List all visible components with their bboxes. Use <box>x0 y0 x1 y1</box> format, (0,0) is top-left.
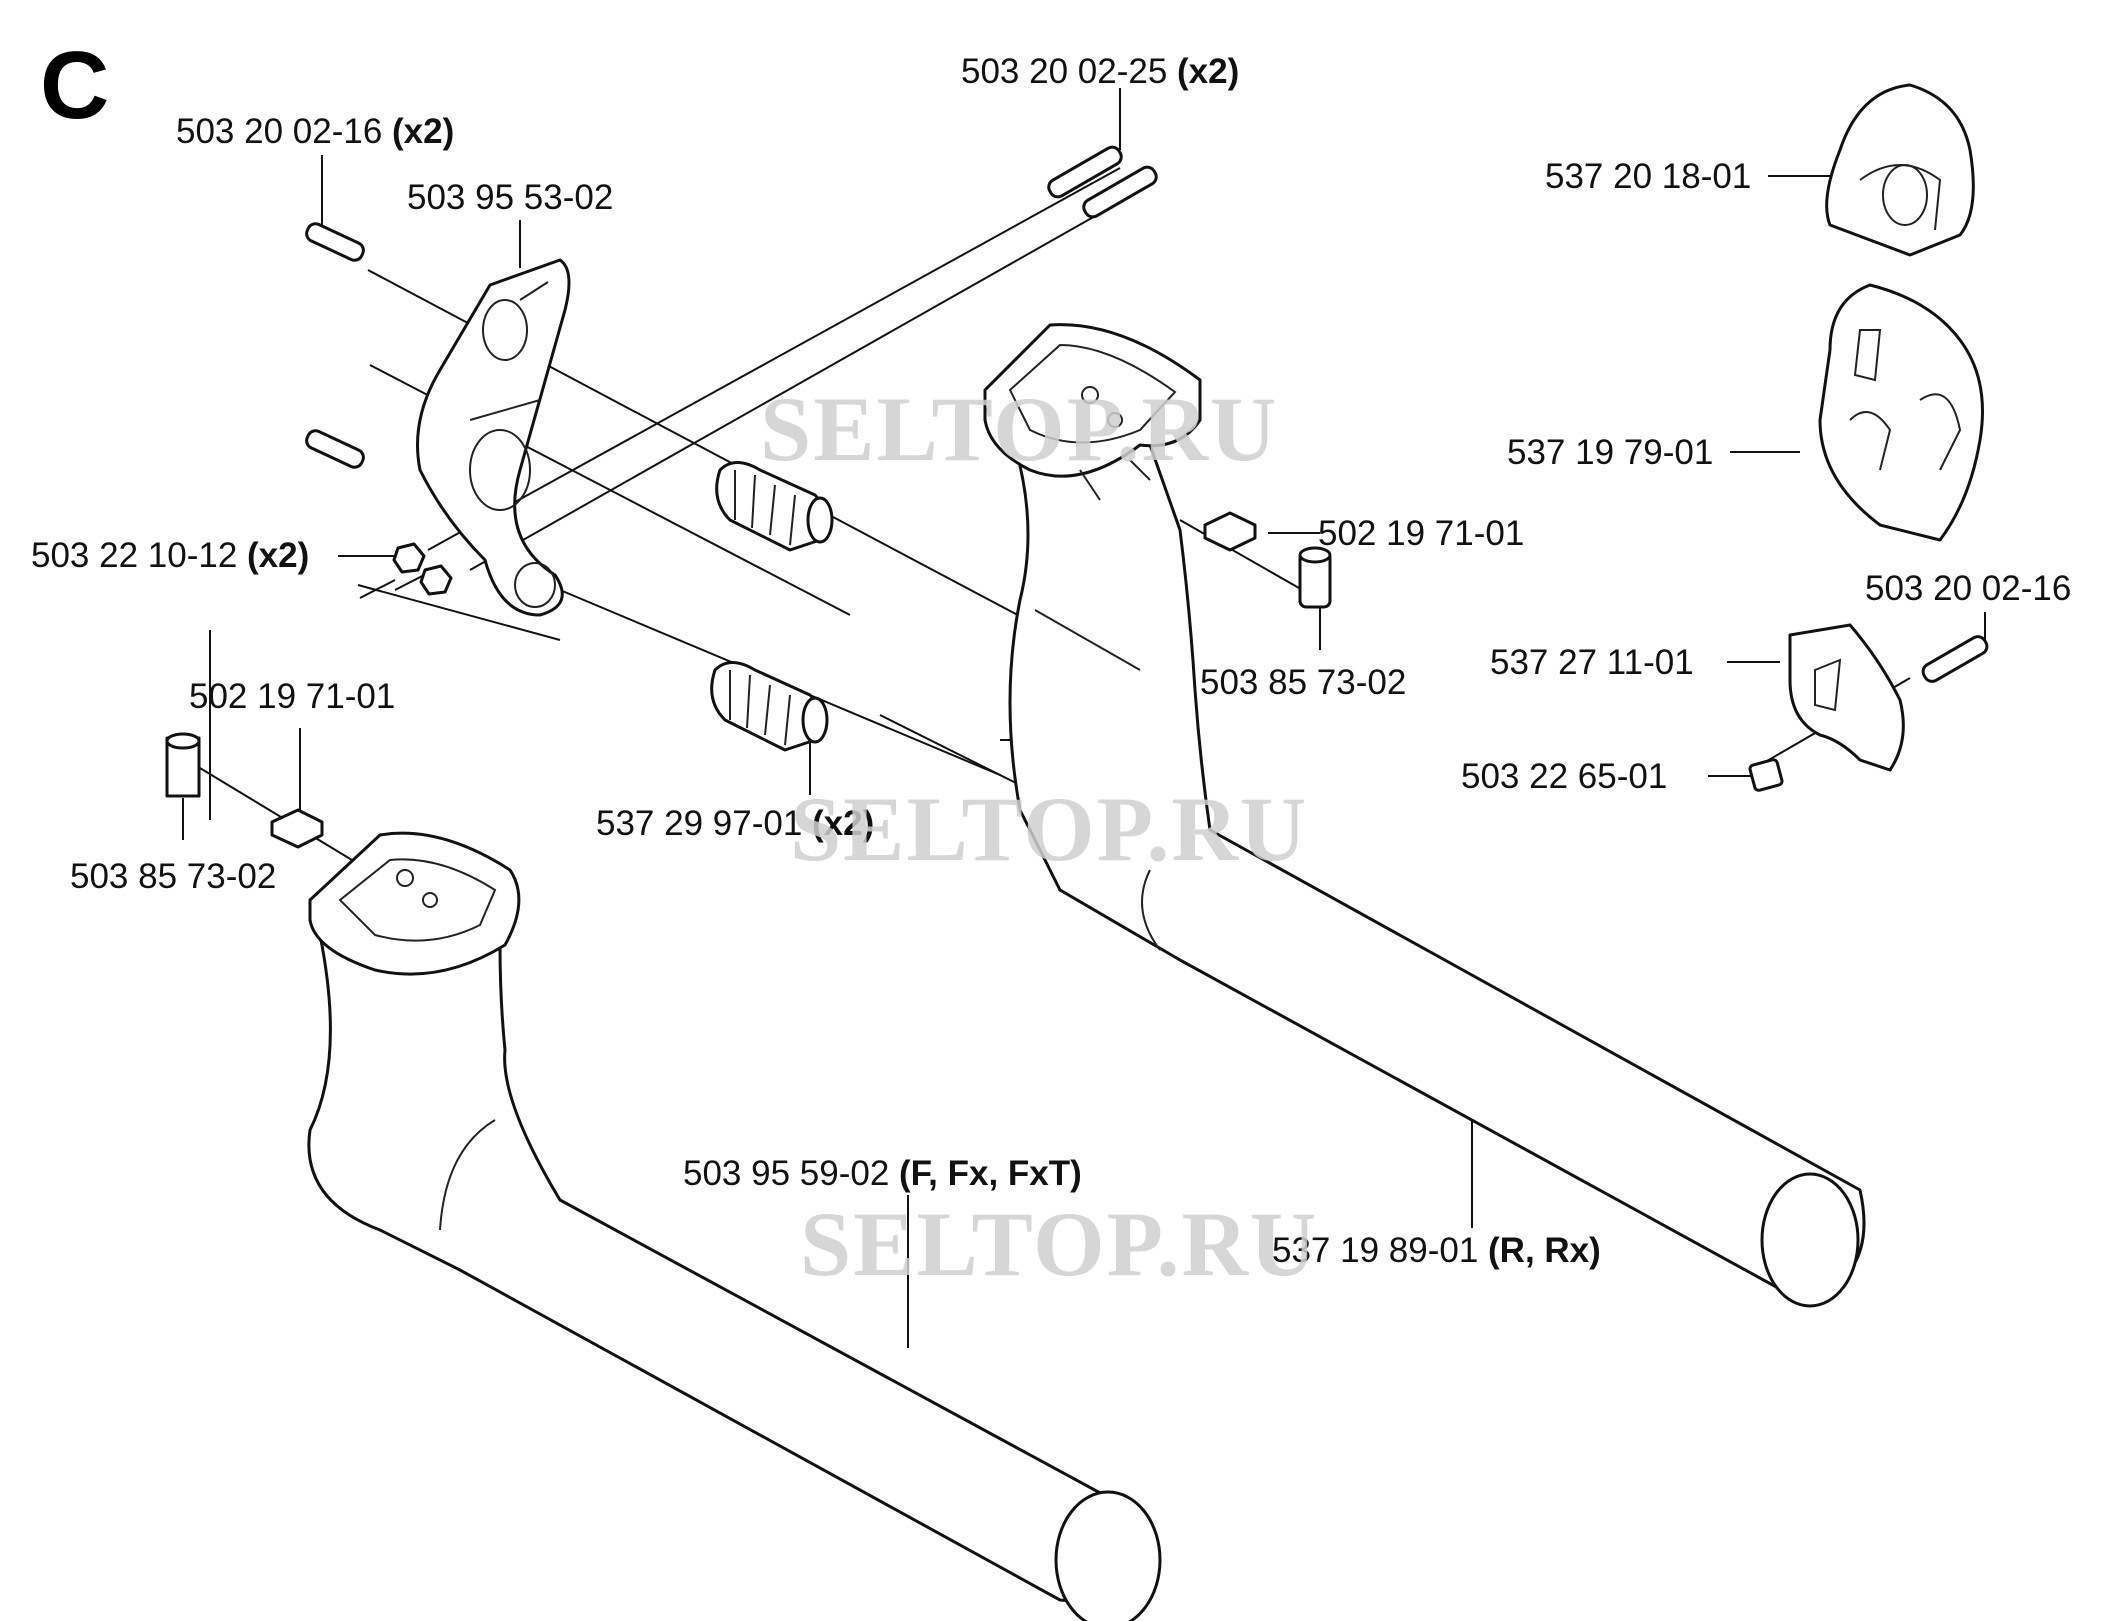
watermark-2: SELTOP.RU <box>790 778 1308 880</box>
label-damper: 537 29 97-01 (x2) <box>596 804 874 843</box>
watermark-1: SELTOP.RU <box>760 378 1278 480</box>
label-clip-mid: 537 19 79-01 <box>1507 433 1713 472</box>
label-handle-left: 503 95 59-02 (F, Fx, FxT) <box>683 1154 1082 1193</box>
screw-top-left <box>305 222 365 262</box>
label-lever-right: 537 27 11-01 <box>1490 643 1694 682</box>
section-letter: C <box>40 32 109 139</box>
clip-mid <box>1818 283 1984 542</box>
bracket <box>416 258 571 617</box>
square-nut-right <box>1203 511 1257 552</box>
label-nut-right: 503 22 65-01 <box>1461 757 1667 796</box>
part-labels: 503 20 02-16 (x2) 503 20 02-25 (x2) 503 … <box>31 52 2071 1270</box>
nut-right <box>1748 758 1784 792</box>
handle-right <box>983 323 1866 1308</box>
label-spacer-left: 503 85 73-02 <box>70 857 276 896</box>
screw-mid-left <box>305 429 365 469</box>
screw-top-center <box>1047 145 1158 219</box>
clip-top <box>1825 83 1975 257</box>
label-handle-right: 537 19 89-01 (R, Rx) <box>1272 1231 1601 1270</box>
label-square-nut-left: 502 19 71-01 <box>189 677 395 716</box>
watermarks: SELTOP.RU SELTOP.RU SELTOP.RU <box>760 378 1318 1295</box>
label-screw-top-left: 503 20 02-16 (x2) <box>176 112 454 151</box>
label-clip-top: 537 20 18-01 <box>1545 157 1751 196</box>
label-spacer-right: 503 85 73-02 <box>1200 663 1406 702</box>
label-nut-left: 503 22 10-12 (x2) <box>31 536 309 575</box>
label-screw-top-center: 503 20 02-25 (x2) <box>961 52 1239 91</box>
lever-right <box>1788 623 1905 772</box>
label-screw-right: 503 20 02-16 <box>1865 569 2071 608</box>
leader-lines <box>182 88 1986 1348</box>
spacer-left <box>165 732 201 798</box>
spacer-right <box>1298 546 1332 609</box>
label-square-nut-right: 502 19 71-01 <box>1318 514 1524 553</box>
damper-upper <box>715 461 834 552</box>
handle-left <box>307 831 1162 1621</box>
screw-right <box>1921 635 1989 683</box>
label-bracket: 503 95 53-02 <box>407 178 613 217</box>
square-nut-left <box>270 808 324 849</box>
damper-lower <box>710 661 829 752</box>
watermark-3: SELTOP.RU <box>800 1193 1318 1295</box>
nut-left <box>392 542 453 596</box>
